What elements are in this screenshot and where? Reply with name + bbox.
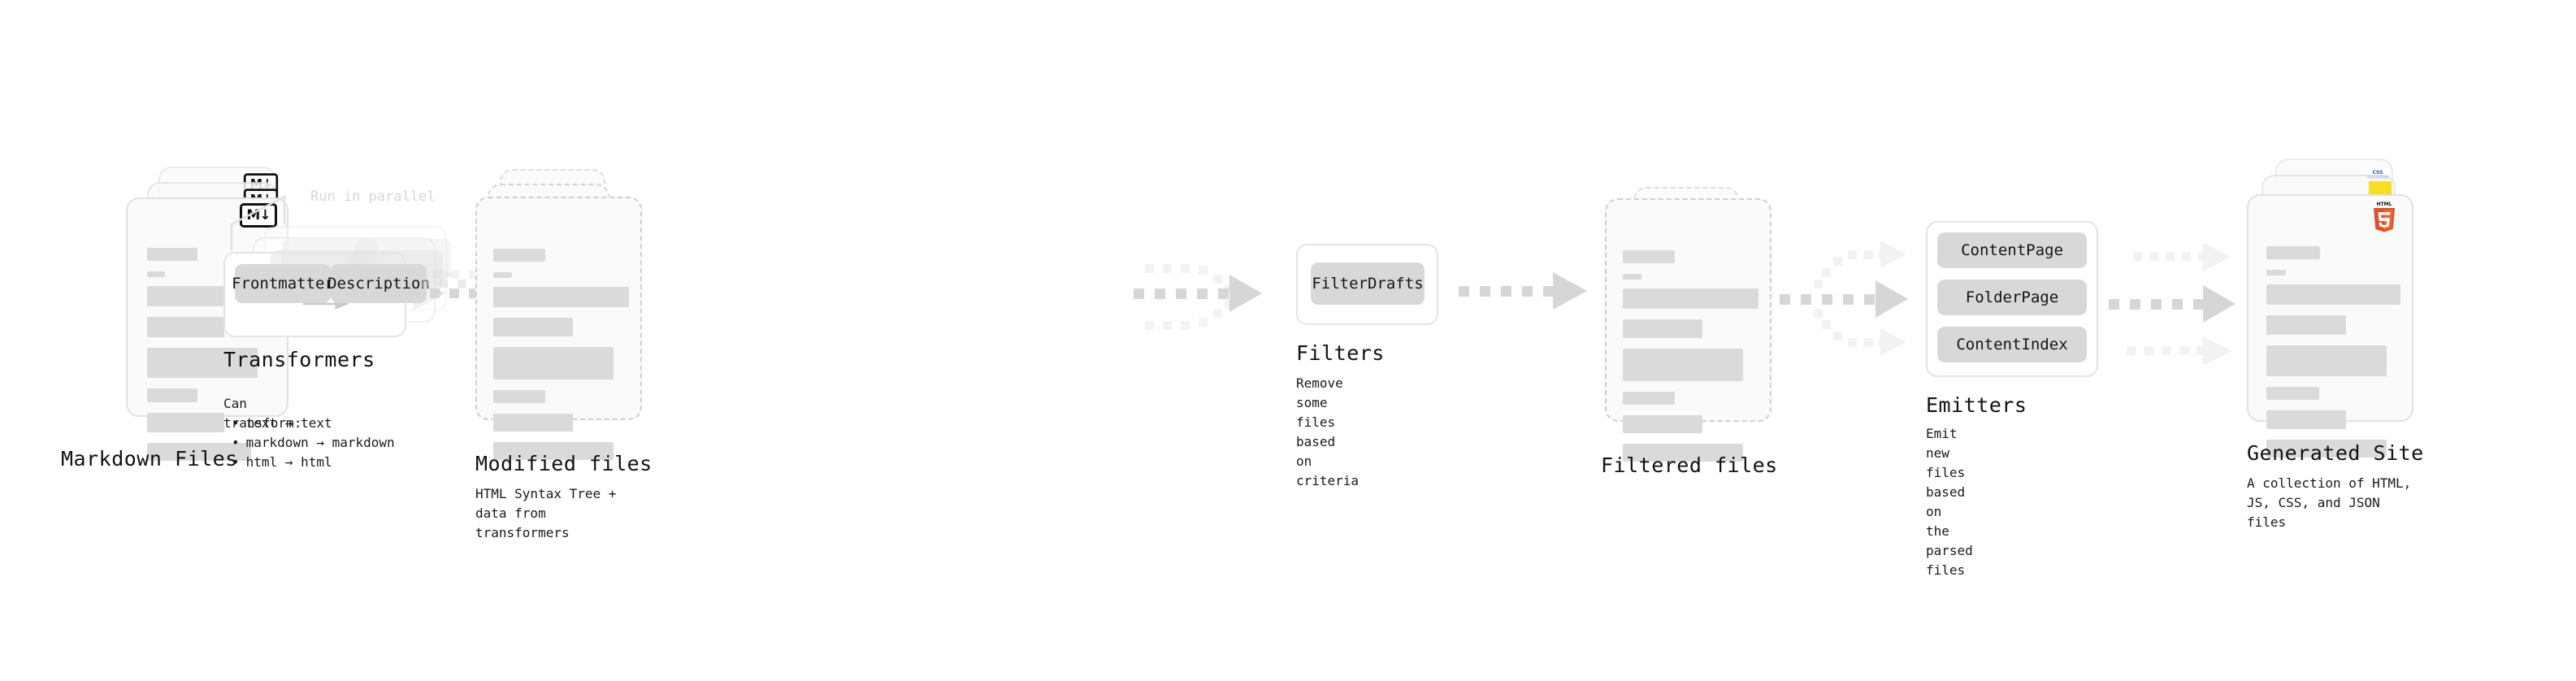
site-card-front [2247, 194, 2413, 422]
skeleton-bar [2266, 345, 2387, 376]
run-in-parallel-bracket [230, 194, 286, 250]
stage-title-filtered-files: Filtered files [1601, 453, 1778, 477]
stage-title-transformers: Transformers [223, 348, 375, 371]
emitter-chip-contentindex[interactable]: ContentIndex [1937, 327, 2087, 362]
skeleton-bar [147, 271, 165, 277]
skeleton-bar [2266, 410, 2346, 429]
filter-chip-filterdrafts[interactable]: FilterDrafts [1311, 262, 1425, 305]
skeleton-bar [2266, 315, 2346, 335]
stage-title-generated-site: Generated Site [2247, 441, 2424, 465]
skeleton-bar [1623, 415, 1702, 433]
flow-arrow-modified-to-filters [1134, 264, 1262, 330]
skeleton-bar [493, 347, 614, 380]
skeleton-bar [1623, 250, 1675, 263]
stage-title-markdown-files: Markdown Files [61, 447, 238, 471]
modified-card-front [475, 197, 642, 420]
skeleton-bar [493, 442, 614, 460]
skeleton-bar [2266, 387, 2319, 400]
stage-title-emitters: Emitters [1926, 393, 2027, 417]
skeleton-bar [147, 348, 258, 378]
filtered-skeleton-bars [1623, 250, 1759, 472]
svg-text:HTML: HTML [2377, 202, 2392, 207]
skeleton-bar [493, 318, 573, 336]
transformers-bullet-list: text → text markdown → markdown html → h… [232, 414, 395, 472]
skeleton-bar [1623, 392, 1675, 405]
transformer-chip-frontmatter[interactable]: Frontmatter [232, 264, 334, 303]
stage-filtered-files: Filtered files [1601, 187, 1777, 477]
run-in-parallel-label: Run in parallel [310, 189, 436, 205]
stage-generated-site: CSS HTML Generated Site A col [2247, 158, 2426, 530]
skeleton-bar [1623, 288, 1759, 309]
modified-files-subtitle: HTML Syntax Tree + data from transformer… [475, 486, 617, 540]
stage-modified-files: Modified files HTML Syntax Tree + data f… [475, 169, 652, 540]
skeleton-bar [1623, 274, 1641, 280]
skeleton-bar [147, 413, 224, 432]
skeleton-bar [2266, 440, 2387, 458]
generated-site-subtitle: A collection of HTML, JS, CSS, and JSON … [2247, 475, 2412, 530]
skeleton-bar [2266, 270, 2286, 275]
skeleton-bar [2266, 284, 2400, 305]
stage-title-modified-files: Modified files [475, 452, 653, 475]
emitter-chip-folderpage[interactable]: FolderPage [1937, 280, 2087, 315]
filtered-card-front [1605, 198, 1772, 422]
skeleton-bar [2266, 246, 2320, 259]
filters-subtitle: Remove some files based on criteria [1296, 375, 1360, 488]
site-skeleton-bars [2266, 246, 2400, 468]
skeleton-bar [147, 317, 224, 337]
skeleton-bar [1623, 319, 1702, 338]
skeleton-bar [147, 388, 197, 402]
flow-arrow-filters-to-filtered [1459, 272, 1587, 310]
skeleton-bar [493, 249, 545, 262]
skeleton-bar [1623, 444, 1743, 462]
file-skeleton-bars [147, 248, 269, 471]
emitters-subtitle: Emit new files based on the parsed files [1926, 426, 1973, 578]
stage-title-filters: Filters [1296, 341, 1385, 365]
skeleton-bar [493, 390, 545, 403]
js-badge [2369, 181, 2392, 195]
flow-arrow-filtered-to-emitters [1780, 241, 1908, 356]
skeleton-bar [147, 248, 197, 261]
list-item: text → text [232, 414, 395, 433]
skeleton-bar [1623, 349, 1743, 381]
skeleton-bar [493, 272, 512, 278]
list-item: markdown → markdown [232, 433, 395, 453]
modified-skeleton-bars [493, 249, 629, 471]
skeleton-bar [493, 287, 629, 307]
skeleton-bar [147, 443, 251, 461]
emitter-chip-contentpage[interactable]: ContentPage [1937, 232, 2087, 268]
list-item: html → html [232, 453, 395, 472]
html5-badge: HTML [2374, 202, 2395, 232]
skeleton-bar [493, 414, 573, 432]
flow-arrow-emitters-to-site [2109, 242, 2236, 366]
markdown-badge: M↓ [240, 203, 277, 228]
